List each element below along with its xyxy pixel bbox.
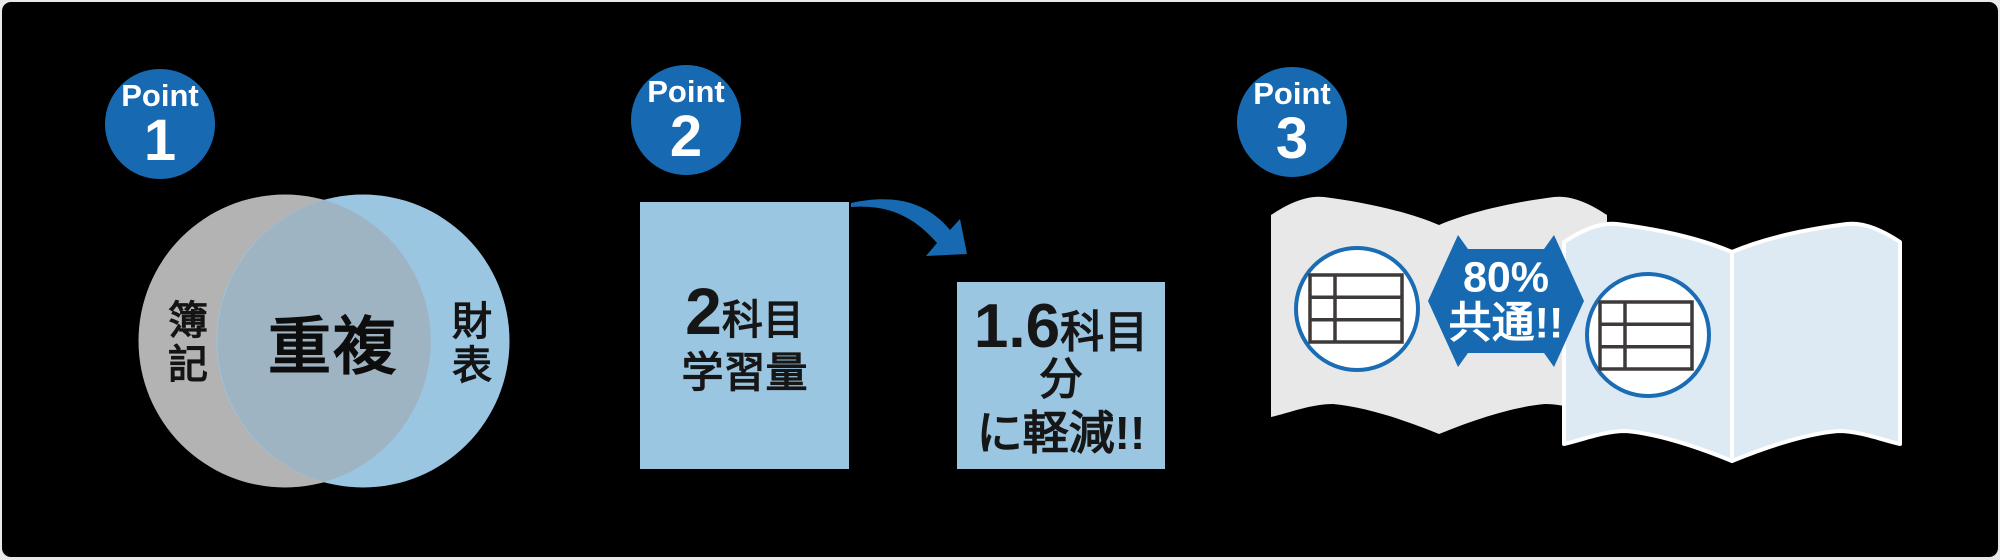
- common-badge-line1: 80%: [1462, 253, 1550, 302]
- point3-badge-number: 3: [1275, 105, 1309, 171]
- common-double-arrow-icon: [1428, 235, 1584, 367]
- blue-book-table-circle: [1585, 272, 1711, 398]
- before-box-line1: 2科目: [685, 278, 804, 344]
- common-badge-line2: 共通!!: [1448, 299, 1564, 347]
- before-box-unit: 科目: [721, 296, 804, 343]
- after-box-line2: に軽減!!: [976, 406, 1146, 459]
- blue-book-right-page: [1730, 221, 1902, 463]
- point2-badge-label: Point: [647, 73, 725, 109]
- curved-arrow-icon: [851, 199, 967, 256]
- after-box-number: 1.6: [973, 291, 1061, 361]
- point1-badge: Point 1: [105, 69, 215, 179]
- point1-badge-label: Point: [121, 77, 199, 113]
- common-badge-text: 80% 共通!!: [1449, 255, 1564, 346]
- after-box-text: 1.6科目分 に軽減!!: [957, 282, 1165, 469]
- point3-badge-label: Point: [1253, 75, 1331, 111]
- after-box-rect: [957, 282, 1165, 469]
- gray-book-table-circle: [1294, 246, 1420, 372]
- before-box-text: 2科目 学習量: [640, 202, 849, 469]
- before-box-rect: [640, 202, 849, 469]
- point1-badge-number: 1: [143, 107, 177, 173]
- point3-badge: Point 3: [1237, 67, 1347, 177]
- point2-badge-number: 2: [669, 103, 703, 169]
- venn-right-label: 財表: [446, 300, 490, 388]
- after-box-unit: 科目分: [1039, 307, 1149, 404]
- venn-left-label: 簿記: [162, 299, 206, 387]
- blue-book-icon: [1562, 221, 1902, 463]
- point2-badge: Point 2: [631, 65, 741, 175]
- point2-badge-circle: [631, 65, 741, 175]
- before-box-number: 2: [685, 273, 722, 348]
- venn-overlap-label: 重複: [268, 312, 398, 383]
- before-box-line2: 学習量: [681, 348, 808, 396]
- point3-badge-circle: [1237, 67, 1347, 177]
- blue-book-table-icon: [1598, 300, 1694, 371]
- venn-overlap-lens: [217, 200, 431, 482]
- after-box-line1: 1.6科目分: [957, 295, 1165, 404]
- gray-book-table-icon: [1308, 273, 1404, 344]
- point1-badge-circle: [105, 69, 215, 179]
